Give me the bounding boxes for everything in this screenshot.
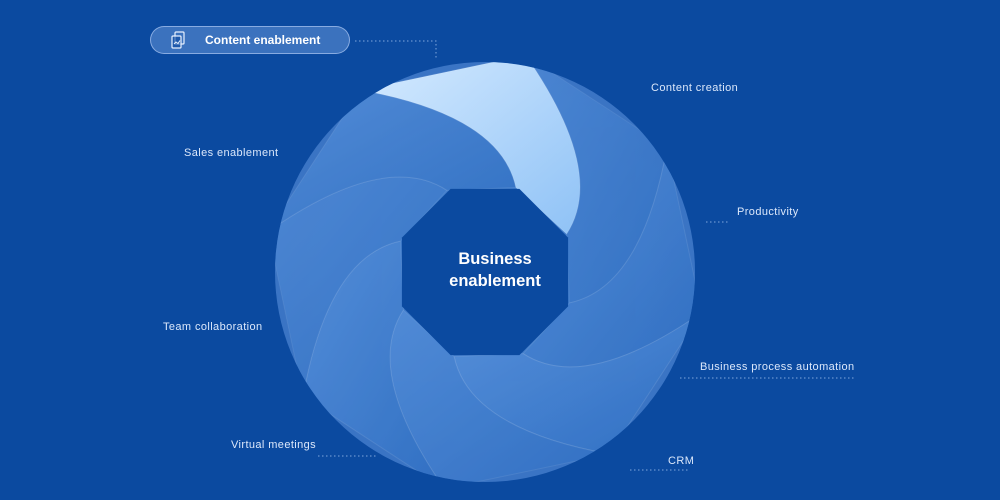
center-hub bbox=[401, 188, 569, 356]
blade-group bbox=[275, 55, 695, 482]
center-title-line-1: Business bbox=[458, 250, 532, 268]
label-virtual-meetings[interactable]: Virtual meetings bbox=[231, 439, 317, 451]
label-sales-enablement[interactable]: Sales enablement bbox=[184, 147, 279, 159]
center-title-line-2: enablement bbox=[449, 272, 541, 290]
content-enablement-pill[interactable]: Content enablement bbox=[150, 26, 350, 54]
blade-content-enablement[interactable] bbox=[360, 55, 581, 235]
label-productivity[interactable]: Productivity bbox=[737, 206, 799, 218]
label-business-process-automation[interactable]: Business process automation bbox=[700, 361, 855, 373]
center-title: Business enablement bbox=[410, 248, 580, 292]
leader-lines bbox=[318, 40, 855, 471]
leader-content-enablement bbox=[355, 40, 437, 60]
label-content-creation[interactable]: Content creation bbox=[651, 82, 739, 94]
label-team-collaboration[interactable]: Team collaboration bbox=[163, 321, 263, 333]
label-crm[interactable]: CRM bbox=[668, 455, 695, 467]
content-enablement-label: Content enablement bbox=[205, 33, 321, 47]
content-document-icon bbox=[169, 30, 189, 50]
